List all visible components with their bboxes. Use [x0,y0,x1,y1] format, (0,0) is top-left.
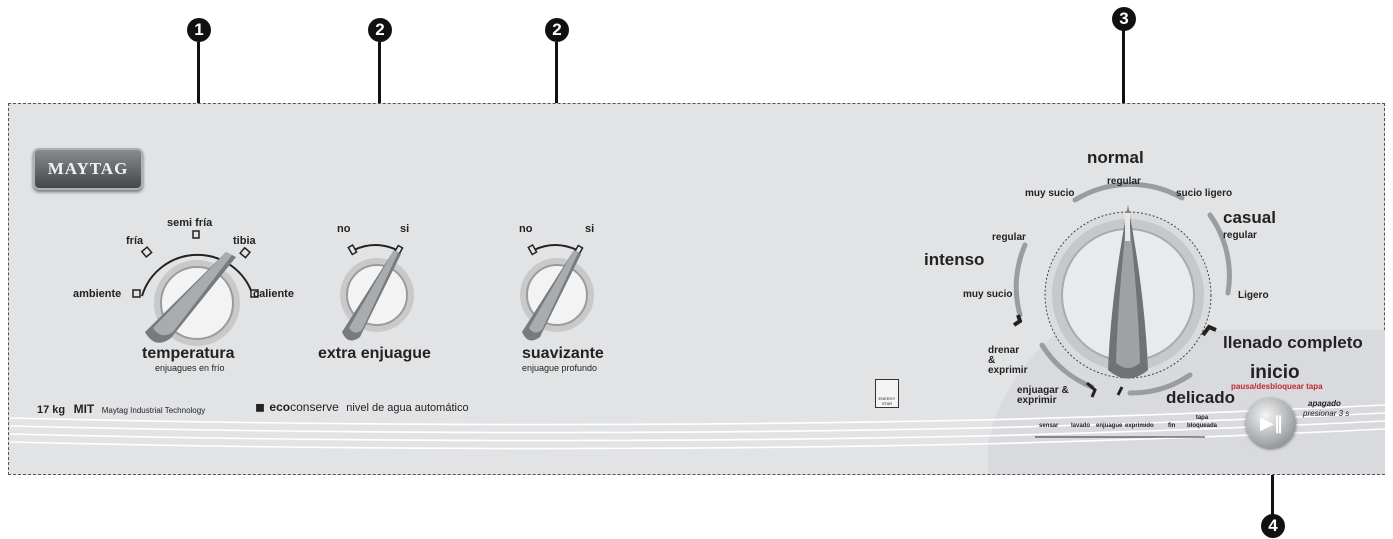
extra-rinse-label: extra enjuague [318,346,431,362]
cycle-setting-regular-intenso: regular [992,233,1026,243]
softener-sublabel: enjuague profundo [522,364,597,373]
temperature-label: temperatura [142,346,234,362]
maytag-logo: MAYTAG [33,148,143,190]
off-hint: presionar 3 s [1303,410,1349,418]
cycle-group-normal: normal [1087,149,1144,166]
start-label: inicio [1250,363,1300,382]
start-pause-button[interactable]: ▶‖ [1246,398,1296,448]
cycle-group-casual: casual [1223,209,1276,226]
temperature-position-semi-fria: semi fría [167,218,212,229]
temperature-position-caliente: caliente [253,289,294,300]
softener-position-no: no [519,224,532,235]
cycle-setting-sucio-ligero: sucio ligero [1176,189,1232,199]
status-light-exprimido: exprimido [1125,423,1154,429]
start-sublabel: pausa/desbloquear tapa [1231,383,1323,391]
play-pause-icon: ▶‖ [1260,413,1283,434]
cycle-group-intenso: intenso [924,251,984,268]
eco-text: nivel de agua automático [346,402,468,414]
softener-knob[interactable] [500,222,610,352]
cycle-setting-muy-sucio-top: muy sucio [1025,189,1074,199]
footer-capacity-row: 17 kg MIT Maytag Industrial Technology [37,401,205,417]
cycle-setting-regular-casual: regular [1223,231,1257,241]
ecoconserve-icon: ◼ [255,400,265,414]
status-light-sensar: sensar [1039,423,1058,429]
energy-star-logo: ENERGY STAR [875,379,899,408]
softener-label: suavizante [522,346,604,362]
cycle-setting-enjuagar: enjuagar & exprimir [1017,386,1069,406]
status-light-enjuague: enjuague [1096,423,1122,429]
temperature-position-fria: fría [126,236,143,247]
capacity: 17 kg [37,404,65,416]
softener-position-si: si [585,224,594,235]
eco-bold: eco [269,400,290,414]
mit-mark: MIT [74,402,95,416]
status-light-tapa-bloqueada: tapa bloqueada [1186,414,1218,431]
ecoconserve-row: ◼ ecoconserve nivel de agua automático [255,399,469,415]
extra-rinse-position-si: si [400,224,409,235]
off-label: apagado [1308,400,1341,408]
extra-rinse-position-no: no [337,224,350,235]
mit-text: Maytag Industrial Technology [102,406,205,415]
temperature-position-ambiente: ambiente [73,289,121,300]
cycle-group-llenado-completo: llenado completo [1223,334,1363,351]
cycle-setting-regular-top: regular [1107,177,1141,187]
temperature-position-tibia: tibia [233,236,256,247]
cycle-setting-ligero: Ligero [1238,291,1269,301]
extra-rinse-knob[interactable] [320,222,430,352]
status-light-lavado: lavado [1071,423,1090,429]
eco-name: conserve [290,400,339,414]
cycle-setting-muy-sucio-intenso: muy sucio [963,290,1012,300]
cycle-group-delicado: delicado [1166,389,1235,406]
status-light-fin: fin [1168,423,1175,429]
temperature-sublabel: enjuagues en frío [155,364,225,373]
cycle-setting-drenar: drenar & exprimir [988,346,1028,376]
